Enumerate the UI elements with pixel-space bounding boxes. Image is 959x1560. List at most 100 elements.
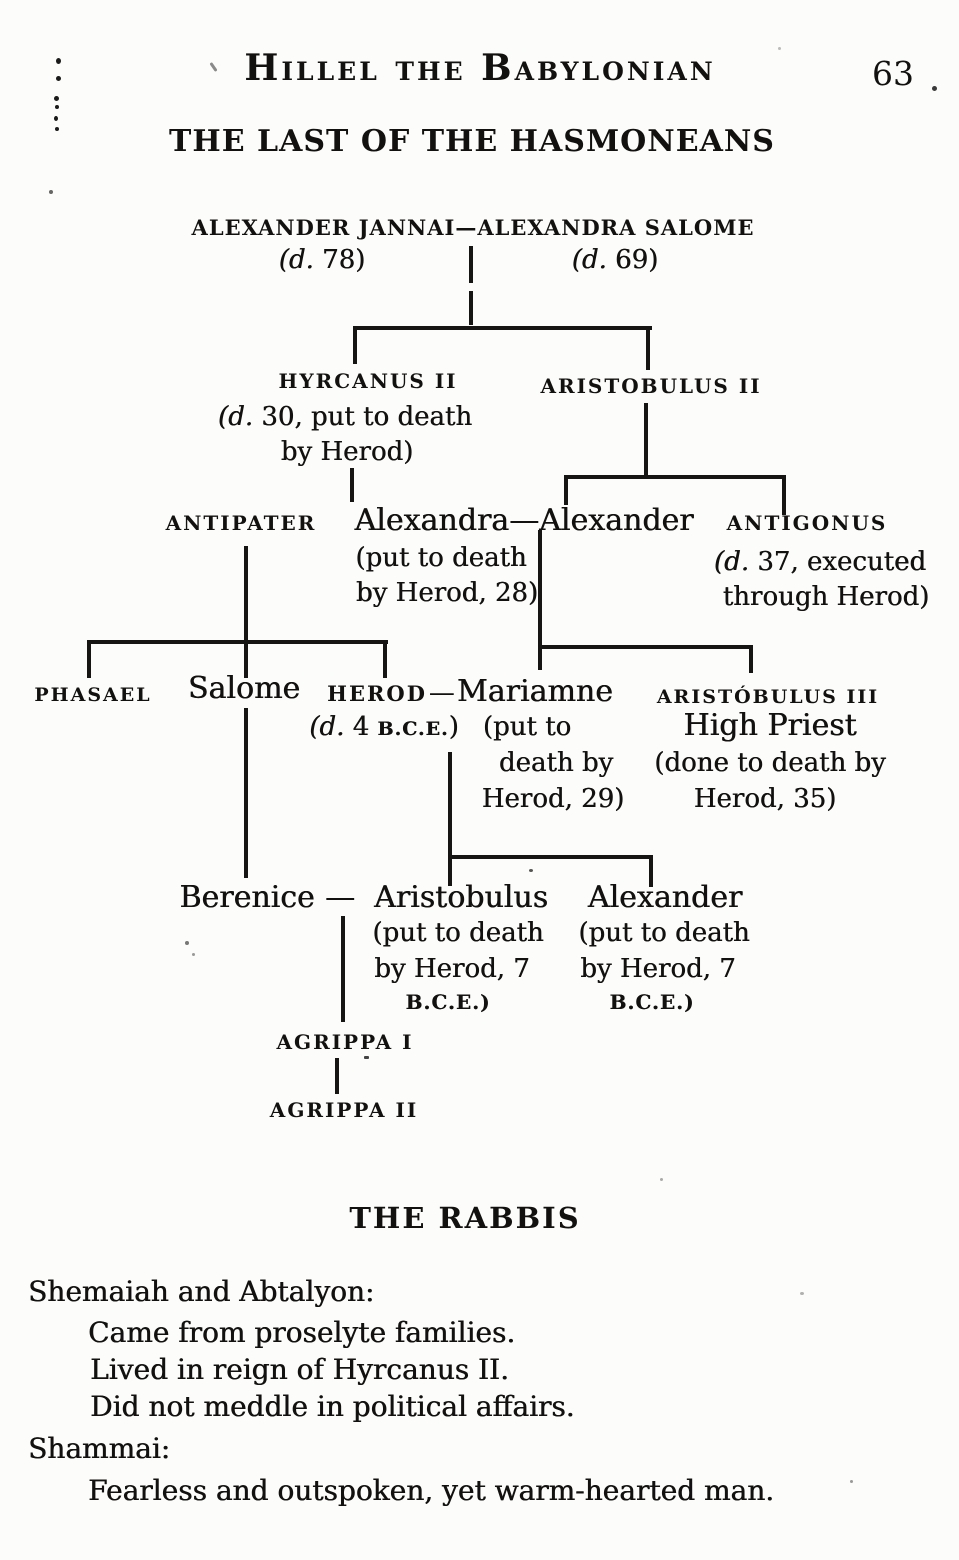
rabbi-entry-label: Shemaiah and Abtalyon: — [28, 1275, 375, 1308]
node-alexander-son: Alexander — [587, 880, 743, 915]
scan-speck — [660, 1178, 663, 1181]
scan-speck — [54, 116, 58, 121]
scan-speck — [529, 869, 533, 872]
connector-alexandra-children-bar — [538, 645, 753, 649]
connector-herod-marriage-down — [448, 752, 452, 886]
scan-speck — [49, 190, 53, 194]
section-heading-rabbis: THE RABBIS — [349, 1201, 581, 1235]
aristobulus-son-note-line1: (put to death — [372, 918, 544, 948]
jannai-death-note: (d. 78) — [278, 245, 366, 275]
death-close: ) — [448, 712, 459, 742]
connector-to-hyrcanus — [353, 326, 357, 364]
herod-death-note: (d. 4 B.C.E.) — [309, 712, 459, 742]
connector-gen1-down-b — [469, 291, 473, 325]
antigonus-note-line2: through Herod) — [722, 582, 930, 612]
berenice-marriage-dash: — — [325, 880, 355, 915]
note-text: 37, executed — [748, 547, 927, 577]
death-year: 78) — [313, 245, 366, 275]
death-abbrev: (d. — [309, 712, 345, 742]
aristobulus3-title: High Priest — [683, 708, 857, 743]
mariamne-note-line1: (put to — [482, 712, 572, 742]
death-year: 4 — [344, 712, 378, 742]
death-abbrev: (d. — [278, 245, 314, 275]
connector-alexandra-marriage-down — [538, 530, 542, 670]
node-salome: Salome — [187, 671, 301, 706]
alexander-son-note-line3: B.C.E.) — [609, 990, 695, 1014]
node-phasael: PHASAEL — [34, 684, 152, 706]
note-text: 30, put to death — [252, 402, 473, 432]
aristobulus3-note-line2: Herod, 35) — [693, 784, 837, 814]
scan-speck — [778, 47, 781, 50]
couple-jannai-salome: ALEXANDER JANNAI—ALEXANDRA SALOME — [191, 215, 755, 240]
couple-alexandra-alexander: Alexandra—Alexander — [354, 503, 694, 538]
death-abbrev: (d. — [217, 402, 253, 432]
connector-gen1-children-bar — [355, 326, 652, 330]
salome-alexandra-death-note: (d. 69) — [571, 245, 659, 275]
node-agrippa1: AGRIPPA I — [276, 1030, 414, 1054]
node-antipater: ANTIPATER — [165, 511, 317, 535]
connector-antipater-down — [244, 546, 248, 678]
scan-speck — [932, 86, 937, 91]
scan-speck — [364, 1056, 369, 1059]
scan-speck — [209, 62, 218, 72]
node-agrippa2: AGRIPPA II — [269, 1098, 419, 1122]
connector-to-antigonus — [782, 475, 786, 515]
running-header: Hillel the Babylonian — [244, 47, 716, 89]
connector-aristobulus2-down — [644, 403, 648, 475]
death-abbrev: (d. — [713, 547, 749, 577]
scan-speck — [56, 76, 61, 81]
alexander-son-note-line1: (put to death — [578, 918, 750, 948]
connector-to-phasael — [87, 640, 91, 678]
hyrcanus2-note-line2: by Herod) — [280, 437, 414, 467]
hyrcanus2-note-line1: (d. 30, put to death — [217, 402, 473, 432]
connector-aristobulus2-children-bar — [566, 475, 786, 479]
scan-speck — [54, 96, 59, 101]
marriage-dash: — — [428, 678, 455, 708]
scan-speck — [192, 953, 195, 956]
scan-speck — [800, 1292, 804, 1295]
page-number: 63 — [872, 54, 914, 93]
alexander-son-note-line2: by Herod, 7 — [580, 954, 736, 984]
scan-speck — [55, 105, 59, 109]
connector-antipater-children-bar — [89, 640, 388, 644]
rabbi-entry-line: Fearless and outspoken, yet warm-hearted… — [88, 1474, 775, 1507]
node-mariamne: Mariamne — [456, 674, 613, 709]
death-abbrev: (d. — [571, 245, 607, 275]
diagram-title: THE LAST OF THE HASMONEANS — [169, 124, 775, 159]
mariamne-note-line2: death by — [498, 748, 614, 778]
aristobulus3-note-line1: (done to death by — [654, 748, 886, 778]
node-aristobulus-son: Aristobulus — [374, 880, 548, 915]
era-label: B.C.E. — [377, 718, 449, 740]
rabbi-entry-label: Shammai: — [28, 1432, 171, 1465]
antigonus-note-line1: (d. 37, executed — [713, 547, 927, 577]
rabbi-entry-line: Came from proselyte families. — [88, 1316, 516, 1349]
scan-speck — [55, 127, 59, 131]
connector-gen1-down-a — [469, 246, 473, 283]
connector-berenice-marriage-down — [341, 916, 345, 1022]
node-hyrcanus2: HYRCANUS II — [278, 369, 458, 393]
connector-herod-children-bar — [450, 855, 653, 859]
connector-to-alexander — [564, 475, 568, 505]
aristobulus-son-note-line2: by Herod, 7 — [374, 954, 530, 984]
connector-salome-to-berenice — [244, 708, 248, 878]
node-aristobulus2: ARISTOBULUS II — [540, 374, 762, 398]
connector-agrippa1-down — [335, 1058, 339, 1094]
node-antigonus: ANTIGONUS — [726, 511, 888, 535]
alexandra-note-line2: by Herod, 28) — [355, 578, 539, 608]
alexandra-note-line1: (put to death — [355, 543, 527, 573]
connector-to-aristobulus2 — [646, 326, 650, 370]
node-berenice: Berenice — [179, 880, 315, 915]
connector-to-herod — [383, 640, 387, 678]
rabbi-entry-line: Did not meddle in political affairs. — [90, 1390, 575, 1423]
death-year: 69) — [606, 245, 659, 275]
mariamne-note-line3: Herod, 29) — [481, 784, 625, 814]
node-aristobulus3: ARISTÓBULUS III — [656, 686, 880, 708]
aristobulus-son-note-line3: B.C.E.) — [405, 990, 491, 1014]
scan-speck — [185, 941, 189, 945]
scan-speck — [56, 58, 61, 64]
rabbi-entry-line: Lived in reign of Hyrcanus II. — [90, 1353, 509, 1386]
connector-hyrcanus-to-alexandra — [350, 468, 354, 502]
connector-to-aristobulus3 — [749, 645, 753, 673]
couple-herod-mariamne: HEROD—Mariamne — [327, 676, 613, 708]
